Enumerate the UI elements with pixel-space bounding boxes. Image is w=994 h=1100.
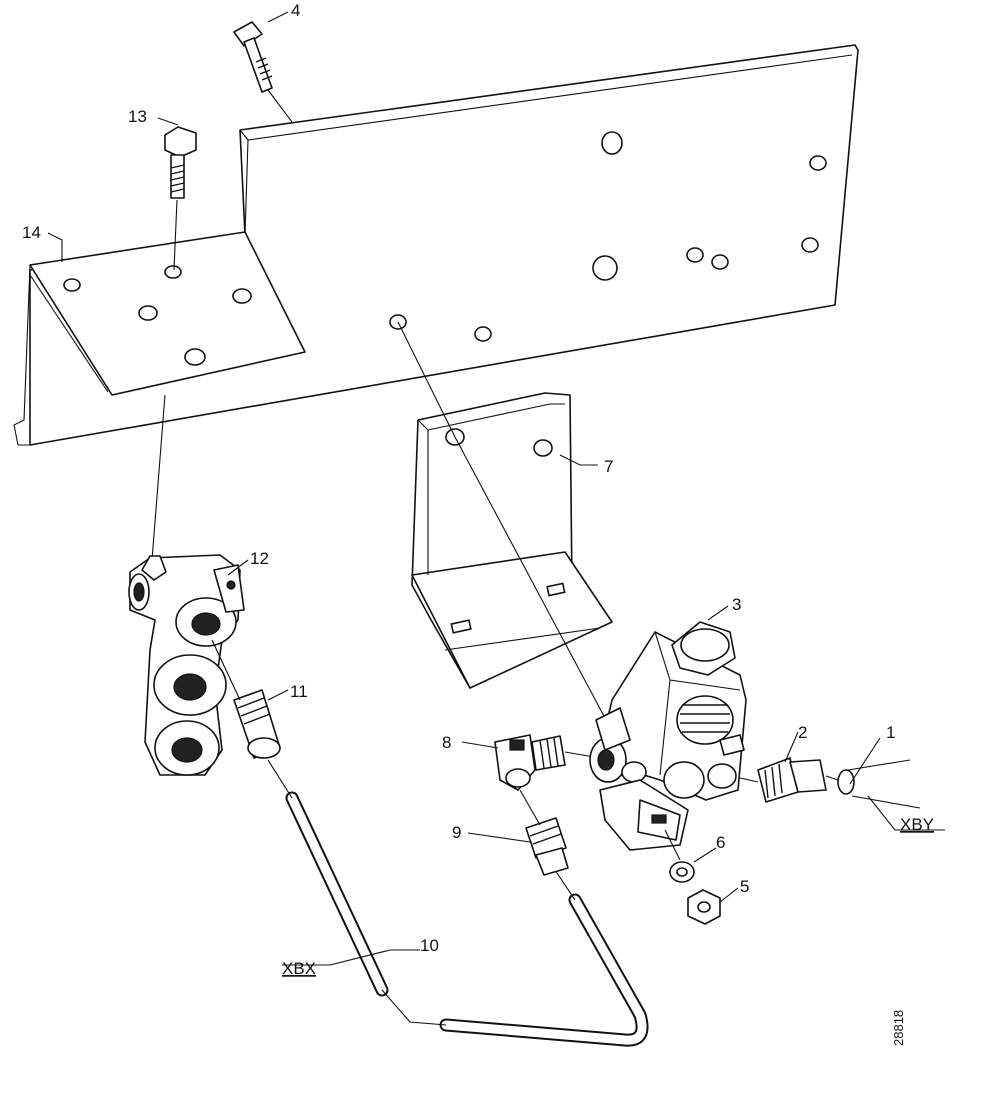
union-2-axis	[739, 777, 759, 783]
callout-5: 5	[740, 877, 749, 896]
callout-8: 8	[442, 733, 451, 752]
callout-3: 3	[732, 595, 741, 614]
bolt-13	[164, 126, 197, 199]
figure-number: 28818	[891, 1010, 906, 1046]
bracket-hole	[809, 155, 827, 171]
bracket-hole	[686, 247, 704, 263]
callout-13: 13	[128, 107, 147, 126]
bolt-4-axis	[267, 89, 293, 123]
callout-12: 12	[250, 549, 269, 568]
pipe-10-axis	[554, 869, 576, 901]
union-11	[233, 689, 281, 759]
pipe-tag-xbx: XBX	[282, 959, 316, 978]
alignment-line	[151, 394, 166, 561]
bracket-hole	[138, 305, 158, 321]
callout-1: 1	[886, 723, 895, 742]
pipe-1	[825, 759, 921, 809]
washer-6	[669, 861, 695, 883]
callout-11: 11	[290, 682, 308, 701]
bracket-hole	[601, 131, 623, 155]
callout-4: 4	[291, 1, 300, 20]
valve-3	[589, 621, 747, 851]
main-bracket	[13, 44, 859, 446]
bracket-hole	[801, 237, 819, 253]
fitting-9-axis	[519, 789, 541, 826]
callout-10: 10	[420, 936, 439, 955]
bracket-hole	[232, 288, 252, 304]
pipe-10	[285, 791, 649, 1047]
pipe-10-axis	[267, 759, 293, 799]
bolt-13-axis	[173, 199, 178, 271]
union-2	[757, 757, 827, 803]
union-11-axis	[211, 639, 241, 701]
pipe-tag-xby: XBY	[900, 815, 934, 834]
callout-14: 14	[22, 223, 41, 242]
bracket-hole	[533, 439, 553, 457]
bracket-hole	[474, 326, 492, 342]
callout-9: 9	[452, 823, 461, 842]
callout-2: 2	[798, 723, 807, 742]
stud-axis	[664, 829, 681, 861]
bolt-4	[233, 21, 273, 93]
bracket-hole	[592, 255, 618, 281]
nut-5	[687, 889, 721, 925]
bracket-hole	[184, 348, 206, 366]
elbow-8	[494, 734, 566, 791]
alignment-line	[397, 321, 606, 719]
fitting-9	[525, 817, 569, 876]
callout-7: 7	[604, 457, 613, 476]
bracket-hole	[711, 254, 729, 270]
bracket-hole	[164, 265, 182, 279]
callout-6: 6	[716, 833, 725, 852]
pipe-10-axis	[381, 989, 447, 1026]
valve-body-12	[128, 554, 245, 776]
support-bracket-7	[411, 392, 613, 689]
bracket-hole	[63, 278, 81, 292]
callout-leaders	[47, 11, 945, 966]
